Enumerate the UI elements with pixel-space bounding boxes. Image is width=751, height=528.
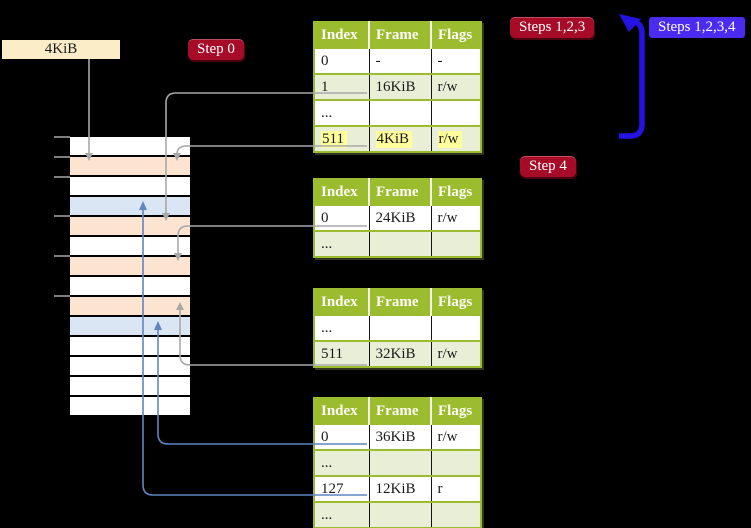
table-cell: 511 [314, 340, 370, 367]
table-cell: 0 [314, 47, 370, 74]
table-row: ... [314, 449, 481, 476]
memory-frame-row-white [70, 237, 190, 257]
table-cell: r/w [431, 204, 481, 231]
column-header-index: Index [314, 398, 370, 424]
column-header-index: Index [314, 289, 370, 315]
memory-frame-row-blue [70, 197, 190, 217]
memory-frame-row-peach [70, 217, 190, 237]
memory-tick-mark [54, 255, 70, 257]
memory-frame-row-white [70, 177, 190, 197]
column-header-frame: Frame [369, 289, 432, 315]
table-row: ... [314, 314, 481, 341]
table-cell [369, 501, 432, 528]
column-header-flags: Flags [431, 22, 481, 48]
physical-memory-column [70, 137, 190, 415]
table-cell: - [431, 47, 481, 74]
table-cell: 36KiB [369, 423, 432, 450]
steps-loop-arrow [619, 14, 645, 139]
table-cell: r [431, 475, 481, 502]
column-header-frame: Frame [369, 398, 432, 424]
table-cell: 0 [314, 204, 370, 231]
badge-step-4: Step 4 [520, 156, 576, 177]
memory-frame-row-peach [70, 257, 190, 277]
highlighted-value: 511 [321, 130, 347, 148]
table-cell: ... [314, 449, 370, 476]
table-row: 0-- [314, 47, 481, 74]
table-cell: ... [314, 99, 370, 126]
memory-tick-mark [54, 136, 70, 138]
table-cell: ... [314, 501, 370, 528]
table-cell [431, 501, 481, 528]
memory-frame-row-peach [70, 157, 190, 177]
table-cell: r/w [431, 340, 481, 367]
memory-frame-row-white [70, 357, 190, 377]
table-cell: 16KiB [369, 73, 432, 100]
memory-frame-row-white [70, 137, 190, 157]
table-cell: 24KiB [369, 204, 432, 231]
column-header-flags: Flags [431, 179, 481, 205]
table-row: 511 4KiB r/w [314, 125, 481, 152]
memory-frame-row-white [70, 337, 190, 357]
badge-step-0: Step 0 [188, 39, 244, 60]
highlighted-value: 4KiB [375, 130, 413, 148]
table-cell: r/w [431, 125, 481, 152]
badge-steps-1-2-3-4: Steps 1,2,3,4 [649, 17, 745, 38]
memory-frame-row-peach [70, 297, 190, 317]
table-cell: 4KiB [369, 125, 432, 152]
memory-tick-mark [54, 215, 70, 217]
column-header-frame: Frame [369, 22, 432, 48]
table-row: ... [314, 99, 481, 126]
table-cell: 12KiB [369, 475, 432, 502]
table-cell [369, 449, 432, 476]
highlighted-value: r/w [437, 130, 462, 148]
table-cell: - [369, 47, 432, 74]
memory-frame-row-white [70, 277, 190, 297]
table-cell: 127 [314, 475, 370, 502]
table-cell: r/w [431, 423, 481, 450]
memory-frame-row-white [70, 397, 190, 415]
table-cell [369, 230, 432, 257]
badge-steps-1-2-3: Steps 1,2,3 [510, 17, 595, 38]
table-cell [369, 99, 432, 126]
table-cell [431, 314, 481, 341]
memory-frame-row-white [70, 377, 190, 397]
table-cell: 511 [314, 125, 370, 152]
table-cell [431, 99, 481, 126]
table-cell [431, 449, 481, 476]
table-row: ... [314, 230, 481, 257]
table-cell: ... [314, 230, 370, 257]
memory-tick-mark [54, 156, 70, 158]
column-header-flags: Flags [431, 398, 481, 424]
column-header-index: Index [314, 22, 370, 48]
memory-frame-row-blue [70, 317, 190, 337]
memory-tick-mark [54, 176, 70, 178]
table-cell [369, 314, 432, 341]
column-header-frame: Frame [369, 179, 432, 205]
column-header-flags: Flags [431, 289, 481, 315]
table-cell: r/w [431, 73, 481, 100]
table-cell: 1 [314, 73, 370, 100]
column-header-index: Index [314, 179, 370, 205]
table-row: ... [314, 501, 481, 528]
table-cell [431, 230, 481, 257]
frame-size-label: 4KiB [2, 40, 120, 59]
table-cell: 32KiB [369, 340, 432, 367]
memory-tick-mark [54, 295, 70, 297]
table-cell: 0 [314, 423, 370, 450]
table-cell: ... [314, 314, 370, 341]
